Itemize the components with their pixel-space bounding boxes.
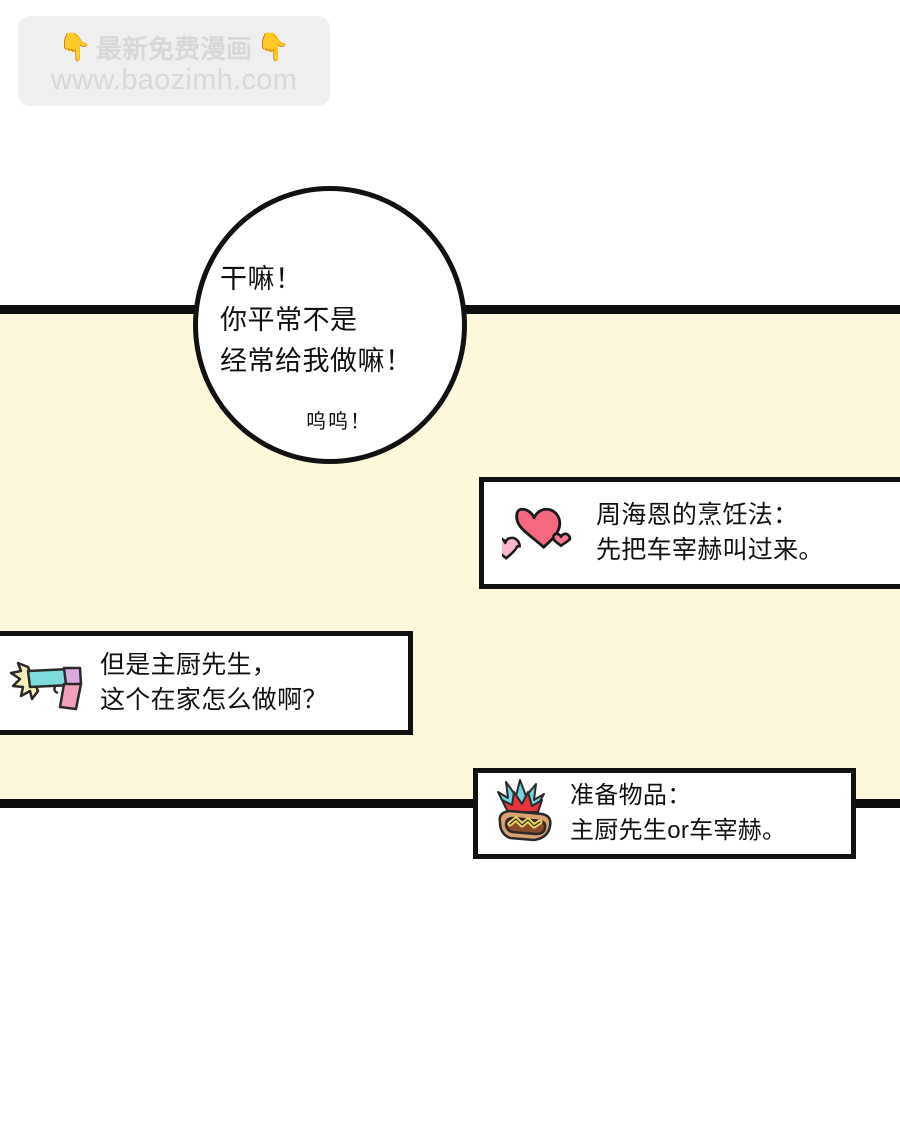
caption-box-hot-dog: 准备物品： 主厨先生or车宰赫。 <box>473 768 856 859</box>
backhand-index-pointing-down-icon: 👇 <box>58 32 92 62</box>
hot-dog-emoji-icon <box>490 778 560 850</box>
panel-border-bottom <box>0 799 900 808</box>
watermark-chinese-text: 最新免费漫画 <box>95 34 252 64</box>
water-pistol-emoji-icon <box>8 651 88 715</box>
caption-box-hearts: 周海恩的烹饪法： 先把车宰赫叫过来。 <box>479 477 900 589</box>
speech-bubble-text: 干嘛！ 你平常不是 经常给我做嘛！ <box>220 264 413 377</box>
backhand-index-pointing-down-icon: 👇 <box>256 32 290 62</box>
watermark-url-text: www.baozimh.com <box>50 63 298 96</box>
caption-box-water-gun: 但是主厨先生， 这个在家怎么做啊？ <box>0 631 413 735</box>
hearts-emoji-icon <box>502 493 590 573</box>
speech-bubble-subtext: 呜呜！ <box>306 411 372 433</box>
site-watermark: 👇 最新免费漫画 👇 www.baozimh.com <box>18 16 330 106</box>
caption-text-hearts: 周海恩的烹饪法： 先把车宰赫叫过来。 <box>596 500 824 565</box>
speech-bubble: 干嘛！ 你平常不是 经常给我做嘛！ 呜呜！ <box>193 186 467 464</box>
caption-text-water-gun: 但是主厨先生， 这个在家怎么做啊？ <box>100 650 328 715</box>
caption-text-hot-dog: 准备物品： 主厨先生or车宰赫。 <box>570 782 787 844</box>
watermark-top-line: 👇 最新免费漫画 👇 <box>58 28 289 68</box>
